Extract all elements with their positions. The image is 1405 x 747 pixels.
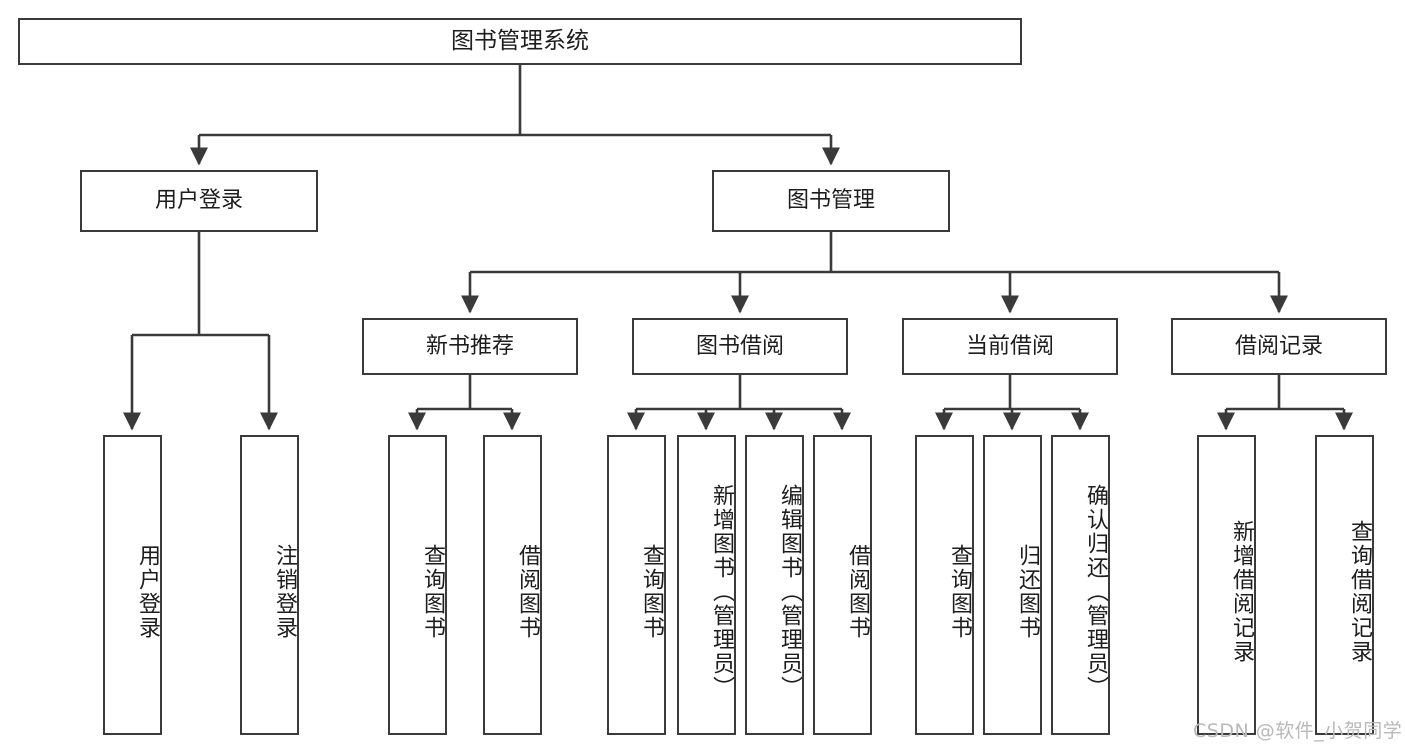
leaf-logout-label: 注销登录: [272, 544, 297, 640]
leaf-query-borrow-record-label: 查询借阅记录: [1347, 520, 1372, 664]
leaf-query-book-rec[interactable]: 查询图书: [388, 435, 447, 735]
leaf-borrow-book-rec-label: 借阅图书: [515, 544, 540, 640]
leaf-add-book-admin[interactable]: 新增图书（管理员）: [677, 435, 736, 735]
node-current-borrow-label: 当前借阅: [965, 333, 1054, 359]
node-root[interactable]: 图书管理系统: [18, 18, 1022, 65]
leaf-query-book-current-label: 查询图书: [947, 544, 972, 640]
leaf-lend-book[interactable]: 借阅图书: [813, 435, 872, 735]
node-book-borrow[interactable]: 图书借阅: [632, 318, 848, 375]
node-borrow-record-label: 借阅记录: [1234, 333, 1323, 359]
leaf-edit-book-admin-label: 编辑图书（管理员）: [777, 484, 802, 700]
node-book-borrow-label: 图书借阅: [695, 333, 784, 359]
node-book-management[interactable]: 图书管理: [712, 170, 950, 232]
node-user-login[interactable]: 用户登录: [80, 170, 318, 232]
leaf-add-borrow-record[interactable]: 新增借阅记录: [1197, 435, 1256, 735]
leaf-user-login-label: 用户登录: [135, 544, 160, 640]
watermark-text: CSDN @软件_小贺同学: [1193, 720, 1403, 742]
leaf-query-book-rec-label: 查询图书: [420, 544, 445, 640]
leaf-borrow-book-rec[interactable]: 借阅图书: [483, 435, 542, 735]
leaf-add-book-admin-label: 新增图书（管理员）: [709, 484, 734, 700]
node-user-login-label: 用户登录: [154, 188, 243, 214]
leaf-query-book-borrow[interactable]: 查询图书: [607, 435, 666, 735]
leaf-query-book-current[interactable]: 查询图书: [915, 435, 974, 735]
node-root-label: 图书管理系统: [451, 27, 589, 54]
leaf-logout[interactable]: 注销登录: [240, 435, 299, 735]
node-new-book-recommend-label: 新书推荐: [425, 333, 514, 359]
leaf-user-login[interactable]: 用户登录: [103, 435, 162, 735]
leaf-query-book-borrow-label: 查询图书: [639, 544, 664, 640]
leaf-add-borrow-record-label: 新增借阅记录: [1229, 520, 1254, 664]
leaf-lend-book-label: 借阅图书: [845, 544, 870, 640]
leaf-edit-book-admin[interactable]: 编辑图书（管理员）: [745, 435, 804, 735]
leaf-confirm-return-admin-label: 确认归还（管理员）: [1083, 484, 1108, 700]
node-current-borrow[interactable]: 当前借阅: [902, 318, 1118, 375]
leaf-query-borrow-record[interactable]: 查询借阅记录: [1315, 435, 1374, 735]
node-new-book-recommend[interactable]: 新书推荐: [362, 318, 578, 375]
leaf-return-book[interactable]: 归还图书: [983, 435, 1042, 735]
leaf-confirm-return-admin[interactable]: 确认归还（管理员）: [1051, 435, 1110, 735]
leaf-return-book-label: 归还图书: [1015, 544, 1040, 640]
node-book-management-label: 图书管理: [786, 188, 875, 214]
node-borrow-record[interactable]: 借阅记录: [1171, 318, 1387, 375]
